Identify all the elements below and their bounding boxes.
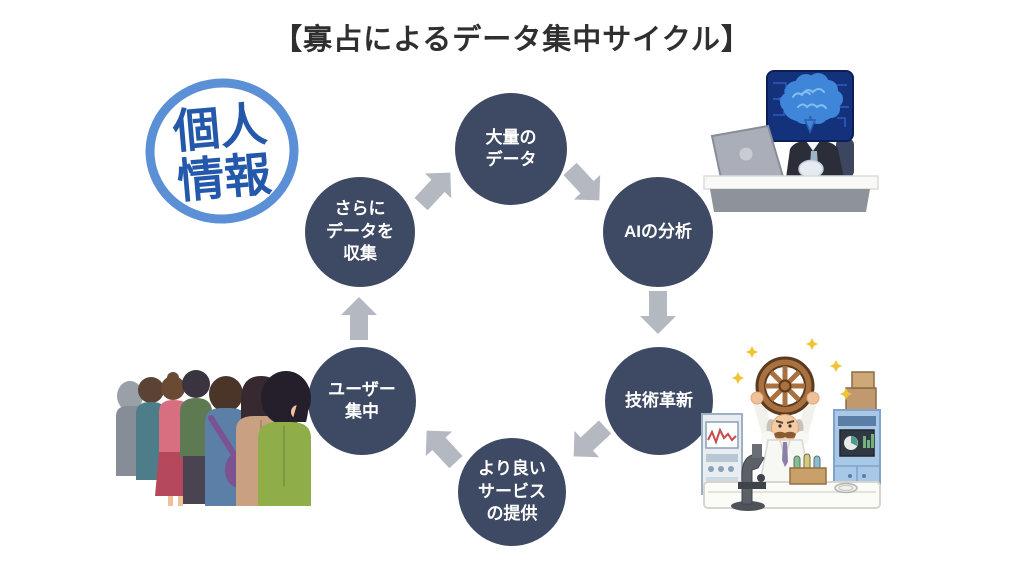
cycle-node-user-concentration: ユーザー 集中 xyxy=(308,347,416,455)
arrow-southeast-icon xyxy=(555,155,614,214)
page-title: 【寡占によるデータ集中サイクル】 xyxy=(273,24,751,56)
arrow-southwest-icon xyxy=(559,412,618,471)
node-label: より良い サービス の提供 xyxy=(478,459,546,524)
arrow-south-icon xyxy=(638,291,678,335)
cycle-node-better-service: より良い サービス の提供 xyxy=(458,438,566,546)
node-label: AIの分析 xyxy=(624,221,692,241)
node-label: ユーザー 集中 xyxy=(328,379,396,421)
sparkles xyxy=(732,338,852,400)
node-label: 技術革新 xyxy=(625,390,693,410)
lab-cabinet xyxy=(833,371,881,497)
desk-top xyxy=(703,175,879,190)
scientist-head xyxy=(766,414,804,442)
ai-brain-monitor-person-illustration xyxy=(698,52,883,217)
stamp-line1: 個人 xyxy=(170,97,269,160)
arrow-northeast-icon xyxy=(406,158,465,217)
node-label: さらに データを 収集 xyxy=(326,199,394,264)
stamp-line2: 情報 xyxy=(175,147,273,210)
crowd-of-users-illustration xyxy=(106,356,311,561)
cycle-node-massive-data: 大量の データ xyxy=(455,93,567,205)
brain-monitor-head xyxy=(766,70,854,142)
personal-info-stamp: 個人 情報 xyxy=(140,72,305,230)
arrow-north-icon xyxy=(339,296,379,340)
arrow-northwest-icon xyxy=(411,416,470,475)
person-green-sweater-front xyxy=(258,371,311,506)
microscope xyxy=(731,444,766,511)
instrument-rack xyxy=(701,413,743,495)
petri-dish xyxy=(834,482,858,494)
node-label: 大量の データ xyxy=(485,127,537,169)
desk-front-panel xyxy=(710,189,870,212)
cycle-node-collect-more-data: さらに データを 収集 xyxy=(305,177,415,287)
wooden-wheel xyxy=(755,356,815,416)
test-tube-rack xyxy=(789,453,827,485)
scientist-reinvented-wheel-illustration xyxy=(700,336,885,536)
cycle-node-innovation: 技術革新 xyxy=(605,347,713,455)
person-green-top-dark-pants xyxy=(180,370,212,504)
cycle-node-ai-analysis: AIの分析 xyxy=(603,177,713,287)
